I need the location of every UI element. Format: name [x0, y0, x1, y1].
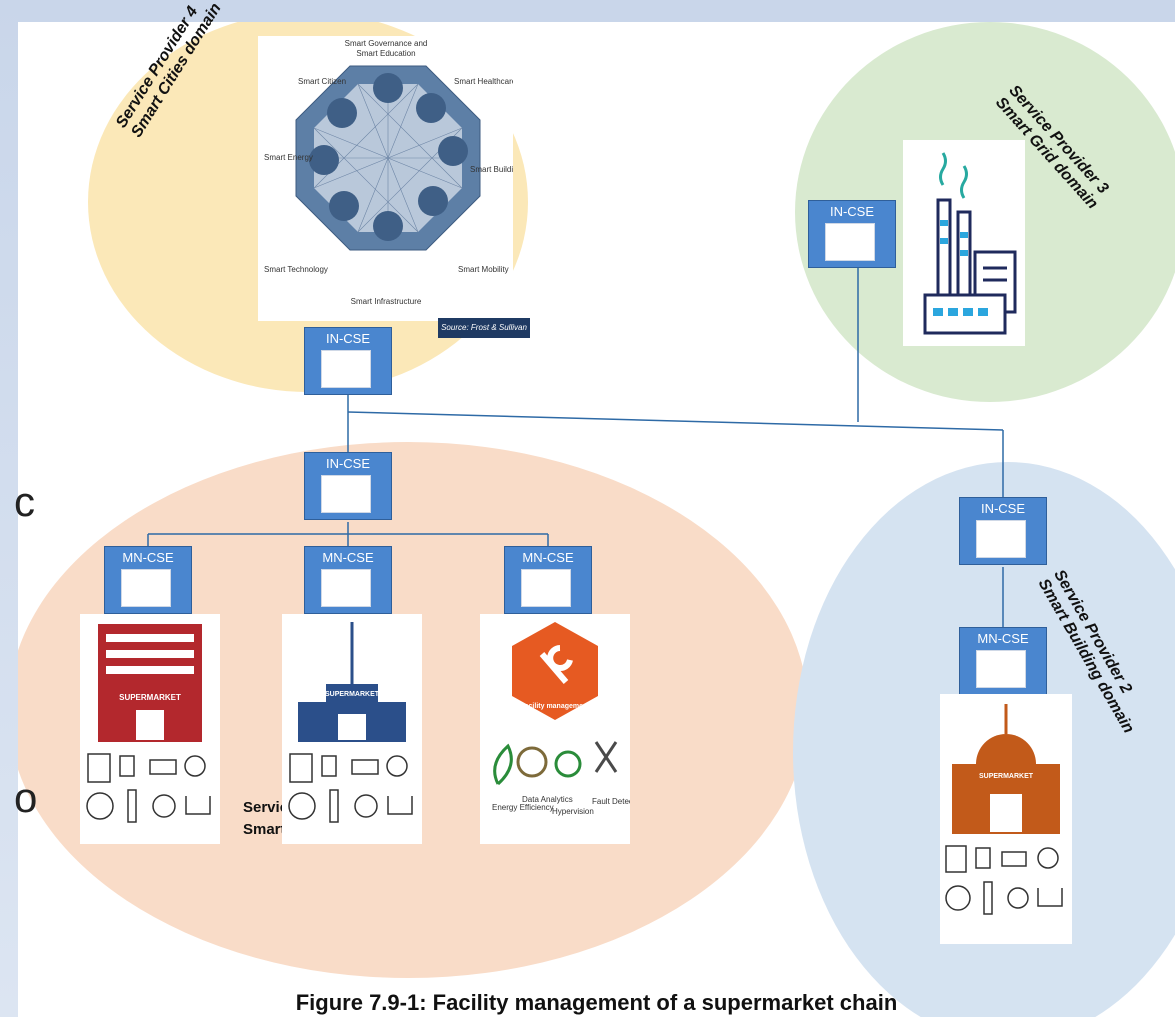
sp1-in-cse: IN-CSE: [304, 452, 392, 520]
supermarket-orange-panel: SUPERMARKET: [940, 694, 1072, 944]
cse-diagram-icon: [321, 350, 371, 388]
sc-label-infrastructure: Smart Infrastructure: [351, 297, 422, 306]
sp4-in-cse: IN-CSE: [304, 327, 392, 395]
sp4-in-cse-label: IN-CSE: [325, 331, 371, 346]
sp3-in-cse: IN-CSE: [808, 200, 896, 268]
sp2-mn-cse-label: MN-CSE: [977, 631, 1029, 646]
figure-caption: Figure 7.9-1: Facility management of a s…: [295, 990, 898, 1015]
supermarket-blue-panel: SUPERMARKET: [282, 614, 422, 844]
device-icons: [288, 753, 413, 823]
sp1-mn-cse-3-label: MN-CSE: [522, 550, 574, 565]
facility-item-2: Data Analytics: [522, 795, 573, 804]
facility-item-4: Fault Detection: [592, 797, 630, 806]
slide-text-fragment-1: c: [14, 478, 35, 525]
supermarket-red-building-icon: SUPERMARKET: [86, 624, 211, 823]
facility-item-3: Hypervision: [552, 807, 594, 816]
cse-diagram-icon: [121, 569, 171, 607]
supermarket-red-panel: SUPERMARKET: [80, 614, 220, 844]
sp2-in-cse: IN-CSE: [959, 497, 1047, 565]
sp3-in-cse-label: IN-CSE: [829, 204, 875, 219]
supermarket-blue-building-icon: SUPERMARKET: [288, 622, 413, 823]
cse-diagram-icon: [976, 520, 1026, 558]
sp1-mn-cse-2: MN-CSE: [304, 546, 392, 614]
cse-diagram-icon: [521, 569, 571, 607]
facility-item-1: Energy Efficiency: [492, 803, 554, 812]
smart-cities-panel: Smart Governance and Smart Education Sma…: [258, 36, 522, 321]
power-plant-panel: [903, 140, 1025, 346]
sp1-mn-cse-1: MN-CSE: [104, 546, 192, 614]
supermarket-red-label: SUPERMARKET: [119, 693, 181, 702]
sc-label-energy: Smart Energy: [264, 153, 313, 162]
sp1-mn-cse-1-label: MN-CSE: [122, 550, 174, 565]
slide-frame-top: [0, 0, 1175, 22]
sc-label-building: Smart Building: [470, 165, 513, 174]
sp1-in-cse-label: IN-CSE: [325, 456, 371, 471]
supermarket-orange-building-icon: SUPERMARKET: [945, 704, 1063, 915]
facility-panel: Facility management Energy Efficiency Da…: [480, 614, 646, 844]
slide-frame-left: [0, 0, 18, 1017]
sc-label-mobility: Smart Mobility: [458, 265, 509, 274]
sc-label-top: Smart Governance and: [345, 39, 428, 48]
cse-diagram-icon: [321, 475, 371, 513]
cse-diagram-icon: [825, 223, 875, 261]
sc-label-technology: Smart Technology: [264, 265, 328, 274]
facility-management-icon: Facility management Energy Efficiency Da…: [492, 622, 646, 816]
device-icons: [86, 753, 211, 823]
sc-label-top2: Smart Education: [356, 49, 415, 58]
sc-label-citizen: Smart Citizen: [298, 77, 346, 86]
device-icons: [945, 845, 1063, 915]
supermarket-orange-label: SUPERMARKET: [979, 773, 1034, 780]
sp2-in-cse-label: IN-CSE: [980, 501, 1026, 516]
sc-label-healthcare: Smart Healthcare: [454, 77, 513, 86]
facility-badge-label: Facility management: [520, 703, 590, 710]
supermarket-blue-label: SUPERMARKET: [325, 691, 380, 698]
cse-diagram-icon: [321, 569, 371, 607]
source-badge: Source: Frost & Sullivan: [438, 318, 530, 338]
sp1-mn-cse-3: MN-CSE: [504, 546, 592, 614]
sp1-mn-cse-2-label: MN-CSE: [322, 550, 374, 565]
figure-canvas: c o Smart Governance and Smart Education…: [14, 0, 1175, 1017]
power-plant-icon: [923, 152, 1017, 335]
smart-cities-octagon: Smart Governance and Smart Education Sma…: [264, 39, 522, 306]
sp2-mn-cse: MN-CSE: [959, 627, 1047, 695]
cse-diagram-icon: [976, 650, 1026, 688]
slide-text-fragment-2: o: [14, 774, 38, 821]
